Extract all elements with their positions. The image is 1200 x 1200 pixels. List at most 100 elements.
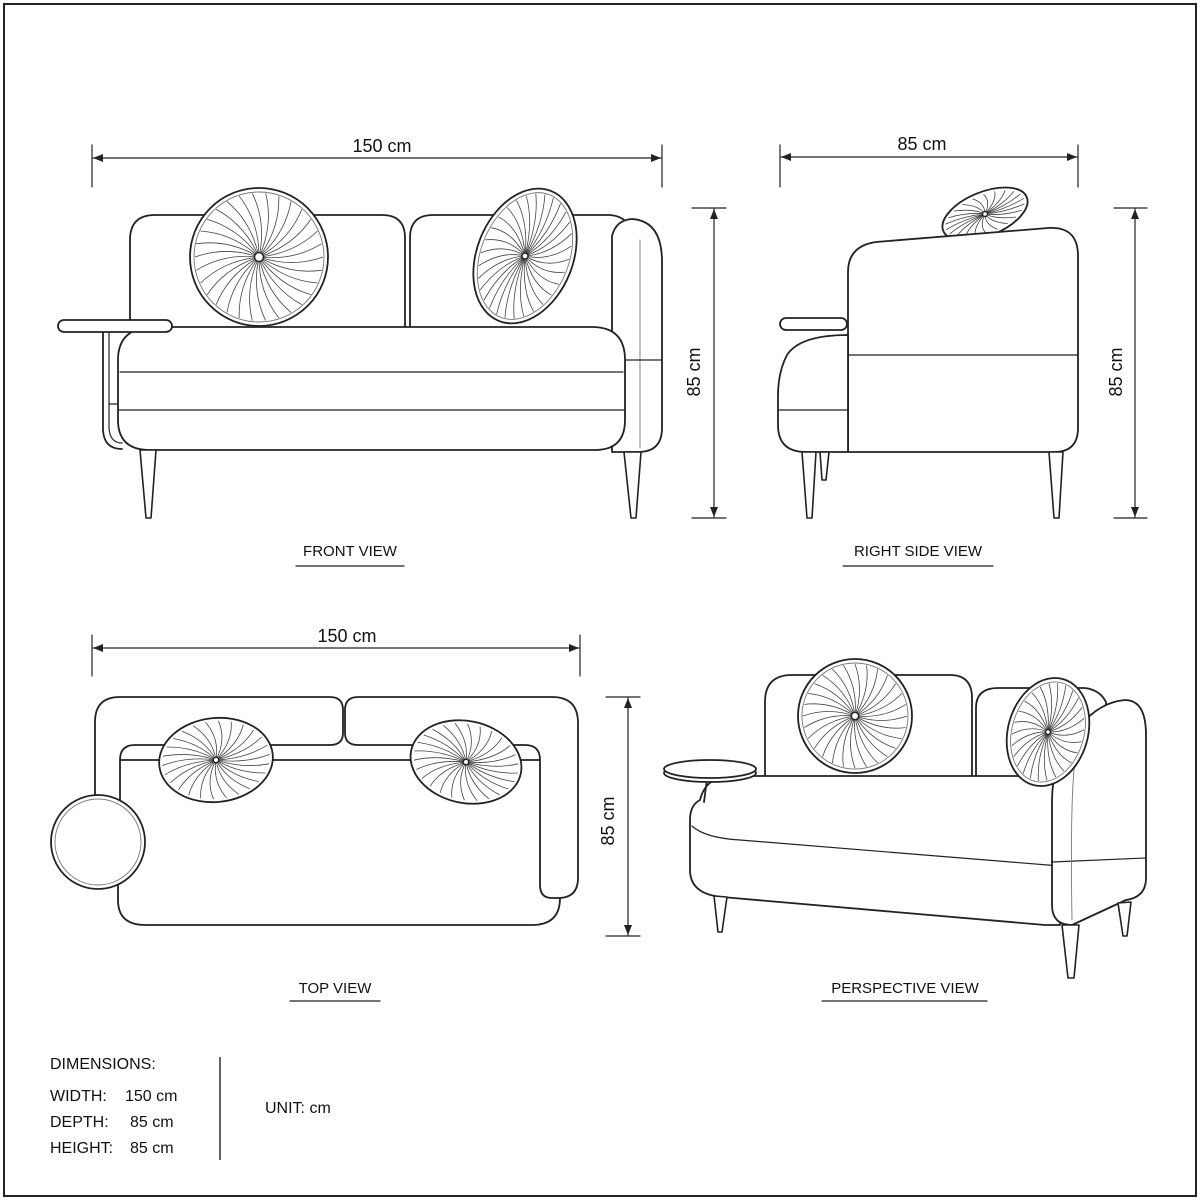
pillow-left [189,187,329,327]
pillow-pleat [524,255,565,273]
pillow-pleat [524,221,571,257]
pillow-pleat [1039,686,1049,733]
top-sofa [50,696,579,926]
pillow-pleat [802,711,856,717]
pillow-pleat [854,715,906,729]
pillow-pleat [984,190,1006,215]
pillow-pleat [1017,731,1049,767]
pillow-pleat [256,256,267,321]
pillow-pleat [491,227,526,257]
pillow-pleat [164,759,217,776]
pillow-pleat [984,197,1025,215]
pillow-pleat [465,745,511,763]
leg-front-left [139,449,157,519]
pillow-left [158,716,274,804]
pillow-pleat [258,256,292,313]
pillow-pleat [850,715,856,769]
pillow-pleat [465,737,503,763]
pillow-pleats [478,193,572,319]
pillow-pleat [984,193,1021,215]
pillow-pleat [442,724,467,763]
side-table-inner-edge [54,798,142,886]
pillow-pleat [813,715,856,749]
pillow-pleat [854,669,878,717]
pillow-pleat [258,256,324,263]
pillow-pleat [423,734,467,763]
front-view-label: FRONT VIEW [303,543,398,560]
top-depth-label: 85 cm [598,796,618,845]
top-view-label: TOP VIEW [299,980,373,997]
pillow-pleat [1047,685,1067,733]
pillow-pleat [1018,710,1049,733]
pillow-pleat [439,761,467,793]
pillow-pleat [209,759,217,800]
pillow-pleat [483,255,526,301]
pillow-pleat [945,213,986,225]
pillow-pleat [215,759,251,790]
side-height-label: 85 cm [1106,347,1126,396]
pillow-pleat [258,209,303,258]
side-table-top [57,319,173,333]
pillow-pleat [854,715,867,767]
top-width-label: 150 cm [317,626,376,646]
pillow-left [797,658,913,774]
perspective-view-label: PERSPECTIVE VIEW [831,980,979,997]
front-width-dimension: 150 cm [91,136,663,188]
leg-front-right [1061,924,1080,979]
pillow-button [212,756,220,764]
pillow-pleat [414,750,467,763]
pillow-pleat [215,729,254,761]
pillow-pleat [1013,731,1049,757]
pillow-pleat [822,715,856,757]
pillow-pleat [485,239,526,257]
pillow-pleat [496,255,526,315]
pillow-pleat [166,746,217,761]
pillow-pleat [524,255,552,296]
pillow-pleat [162,754,217,761]
pillow-pleat [215,736,262,761]
pillow-pleat [194,251,260,258]
pillow-pleat [465,754,516,763]
front-sofa [57,187,663,519]
pillow-pleat [416,761,467,770]
side-table-stem-inner [108,331,123,444]
leg-front-far [819,451,830,481]
pillow-pleat [523,255,534,312]
pillow-pleat [480,248,526,257]
pillow-pleat [842,715,856,767]
pillow-pleat [207,219,260,258]
pillow-pleat [1024,700,1049,733]
pillow-pleat [178,759,217,791]
pillow-pleat [258,196,280,258]
pillow-inner-edge [1010,681,1086,783]
pillow-pleat [478,255,526,279]
pillow-pleat [429,761,467,787]
pillow-pleat [524,255,559,285]
pillow-pleats [413,723,519,801]
dimensions-block: DIMENSIONS: WIDTH: 150 cm DEPTH: 85 cm H… [50,1056,331,1160]
pillow-pleat [854,663,860,717]
pillow-pleat [1047,697,1079,733]
pillow-pleat [200,256,260,284]
pillow-pleat [192,725,217,761]
pillow-pleat [524,203,561,257]
pillow-right [472,187,578,325]
pillow-pleat [519,255,526,317]
pillow-pleat [504,255,526,318]
pillow-pleat [238,256,260,318]
side-view-label: RIGHT SIDE VIEW [854,543,983,560]
pillow-pleat [804,703,856,717]
pillow-pleat [854,665,868,717]
pillow-pleat [465,761,518,774]
pillow-pleat [498,216,526,257]
drawing-frame [3,3,1197,1197]
pillow-pleat [465,761,478,801]
pillow-pleat [205,721,218,761]
pillow-pleat [249,256,260,321]
pillow-pleat [1047,717,1085,733]
pillow-pleat [162,758,217,766]
pillow-pleat [854,693,903,717]
pillow-pleat [215,759,240,795]
height-label: HEIGHT: [50,1140,113,1157]
pillow-pleat [215,721,232,761]
